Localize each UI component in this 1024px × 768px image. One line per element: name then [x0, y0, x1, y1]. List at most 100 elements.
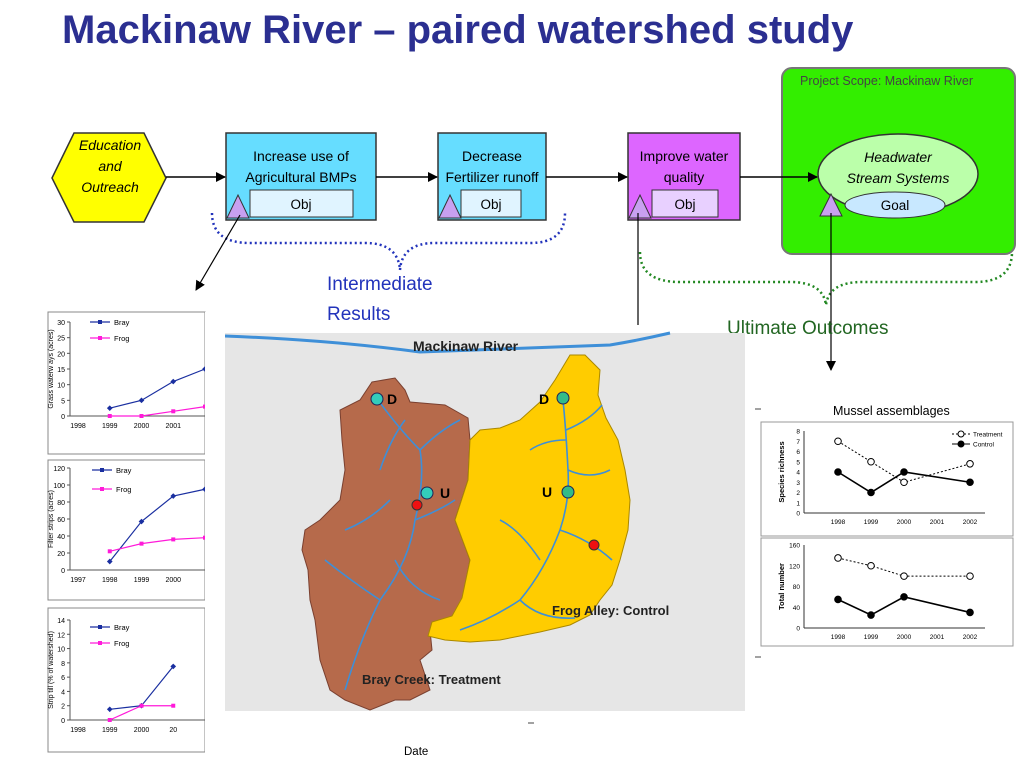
data-point-control: [966, 478, 974, 487]
y-tick-label: 60: [57, 517, 65, 524]
x-tick-label: 1997: [70, 577, 86, 584]
y-tick-label: 3: [796, 480, 800, 487]
legend-label-frog: Frog: [116, 485, 131, 494]
y-tick-label: 6: [796, 449, 800, 456]
legend-marker-bray: [98, 320, 102, 324]
data-point-treatment: [900, 572, 908, 580]
fertilizer-obj-label: Obj: [480, 197, 501, 212]
y-tick-label: 0: [61, 718, 65, 725]
intermediate-label-line-2: Results: [327, 304, 390, 325]
x-tick-label: 2001: [930, 519, 945, 526]
x-tick-label: 1998: [831, 519, 846, 526]
series-line-bray: [109, 488, 206, 562]
slide-title: Mackinaw River – paired watershed study: [62, 8, 854, 52]
y-tick-label: 0: [61, 414, 65, 421]
water-triangle-icon: [628, 193, 652, 219]
y-tick-label: 2: [61, 704, 65, 711]
series-line-treatment: [837, 557, 970, 577]
y-axis-label: Total number: [777, 563, 786, 610]
y-tick-label: 8: [61, 661, 65, 668]
data-point-frog: [107, 718, 112, 722]
data-point-control: [834, 595, 842, 604]
legend-marker-control: [957, 440, 965, 448]
y-tick-label: 30: [57, 320, 65, 327]
x-tick-label: 1999: [864, 634, 879, 641]
y-tick-label: 100: [53, 483, 65, 490]
goal-label: Goal: [881, 198, 910, 213]
legend-label-treatment: Treatment: [973, 432, 1003, 439]
data-point-bray: [138, 397, 145, 404]
x-tick-label: 2001: [165, 423, 181, 430]
y-tick-label: 20: [57, 551, 65, 558]
grass-waterways-chart-frame: [47, 311, 206, 455]
y-tick-label: 10: [57, 647, 65, 654]
y-tick-label: 7: [796, 439, 800, 446]
x-tick-label: 1998: [70, 423, 86, 430]
data-point-treatment: [867, 457, 875, 466]
legend-label-bray: Bray: [114, 318, 130, 327]
y-tick-label: 0: [61, 568, 65, 575]
x-tick-label: 1999: [864, 519, 879, 526]
data-point-frog: [107, 549, 112, 554]
data-point-frog: [171, 409, 176, 414]
chart-edge-mask: [205, 312, 225, 757]
x-tick-label: 1998: [831, 634, 846, 641]
bray-site-u-marker: [420, 486, 434, 500]
legend-marker-frog: [100, 487, 104, 491]
y-tick-label: 120: [789, 563, 800, 570]
stream-network: [324, 399, 613, 691]
data-point-control: [834, 468, 842, 476]
data-point-frog: [171, 703, 176, 708]
bray-site-d-marker: [370, 392, 384, 406]
y-tick-label: 8: [796, 429, 800, 436]
y-tick-label: 5: [61, 398, 65, 405]
legend-marker-bray: [98, 625, 102, 629]
y-tick-label: 4: [61, 689, 65, 696]
water-obj-label: Obj: [674, 197, 695, 212]
water-obj-tag: [651, 189, 719, 218]
bmp-line-1: Increase use of: [253, 148, 349, 164]
series-line-control: [837, 596, 971, 616]
frog-site-d-marker: [556, 391, 570, 405]
fertilizer-line-2: Fertilizer runoff: [445, 169, 538, 185]
x-tick-label: 2002: [963, 634, 978, 641]
frog-site-d-label: D: [539, 391, 549, 407]
strip-till-chart-frame: [47, 607, 206, 753]
legend-marker-frog: [98, 641, 102, 645]
education-line-1: Education: [79, 137, 141, 153]
y-tick-label: 1: [796, 500, 800, 507]
y-tick-label: 40: [793, 605, 801, 612]
data-point-bray: [106, 558, 113, 565]
mackinaw-river: [224, 331, 671, 354]
series-line-frog: [109, 537, 206, 552]
water-line-1: Improve water: [640, 148, 729, 164]
data-point-treatment: [966, 572, 974, 580]
watershed-map: Mackinaw River D U D U Frog: [224, 331, 745, 711]
pointer-bmp-to-charts: [195, 214, 241, 291]
x-tick-label: 1998: [70, 727, 86, 734]
y-tick-label: 12: [57, 632, 65, 639]
series-line-bray: [109, 368, 206, 409]
y-tick-label: 160: [789, 543, 800, 550]
legend-label-bray: Bray: [116, 466, 132, 475]
data-point-control: [900, 468, 908, 476]
bray-site-d-label: D: [387, 391, 397, 407]
y-axis-label: Species richness: [777, 441, 786, 502]
education-line-3: Outreach: [81, 179, 139, 195]
y-tick-label: 80: [57, 500, 65, 507]
y-tick-label: 4: [796, 470, 800, 477]
y-tick-label: 40: [57, 534, 65, 541]
data-point-treatment: [900, 478, 908, 487]
data-point-bray: [138, 518, 145, 525]
frog-alley-watershed: [427, 354, 631, 643]
x-tick-label: 2000: [897, 634, 912, 641]
y-tick-label: 14: [57, 618, 65, 625]
bmp-obj-tag: [249, 189, 354, 218]
data-point-frog: [139, 414, 144, 418]
river-label: Mackinaw River: [413, 338, 519, 354]
data-point-bray: [106, 706, 113, 713]
intermediate-label-line-1: Intermediate: [327, 274, 433, 295]
filter-strips-chart-frame: [47, 459, 206, 601]
data-point-treatment: [834, 554, 842, 562]
